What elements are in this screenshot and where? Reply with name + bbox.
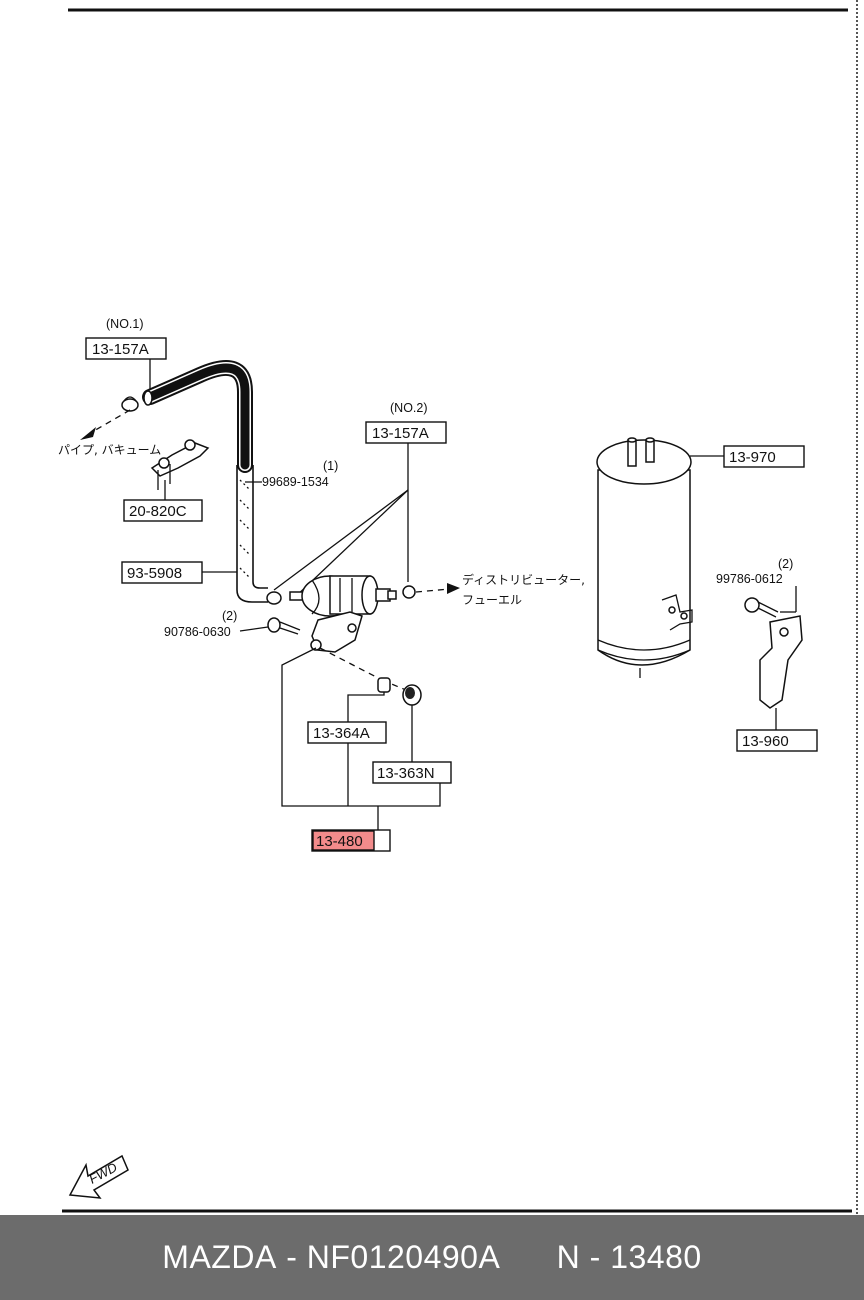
fwd-arrow-icon: FWD (68, 1154, 129, 1199)
footer-gap (500, 1239, 556, 1276)
footer-brand: MAZDA (162, 1239, 277, 1275)
label-vacuum-pipe: パイプ, バキューム (58, 443, 161, 457)
label-fuel: フューエル (462, 593, 522, 607)
label-bolt1-qty: (2) (222, 609, 237, 623)
callout-box-clip2[interactable] (365, 421, 447, 444)
vacuum-hose-icon (142, 360, 268, 603)
fuel-filter-icon (289, 575, 397, 653)
canister-bracket-icon (759, 615, 803, 709)
callout-clip1: 13-157A (92, 341, 149, 358)
footer-bar: MAZDA - NF0120490A N - 13480 (0, 1215, 864, 1300)
callout-box-canister-bracket[interactable] (736, 729, 818, 752)
callout-box-spacer[interactable] (307, 721, 387, 744)
callout-box-cushion[interactable] (372, 761, 452, 784)
callout-box-clip1[interactable] (85, 337, 167, 360)
label-hose-pn: 99689-1534 (262, 475, 329, 489)
callout-cushion: 13-363N (377, 765, 435, 782)
callout-canister: 13-970 (729, 449, 776, 466)
callout-clip2: 13-157A (372, 425, 429, 442)
hose-clip-2-icon (266, 585, 416, 605)
footer-part-number: NF0120490A (306, 1239, 501, 1275)
callout-box-bracket[interactable] (123, 499, 203, 522)
bracket-20-820c-icon (150, 439, 210, 490)
footer-ref: N - 13480 (556, 1239, 702, 1275)
label-distributor: ディストリビューター, (462, 572, 585, 587)
label-bolt2-pn: 99786-0612 (716, 572, 783, 586)
label-hose-qty: (1) (323, 459, 338, 473)
callout-canister-bracket: 13-960 (742, 733, 789, 750)
bolt-2-icon (744, 597, 779, 618)
callout-bracket: 20-820C (129, 503, 187, 520)
parts-diagram: (NO.1) 13-157A パイプ, バキューム 20-820C 99689-… (58, 0, 858, 1215)
hose-clip-1-icon (121, 396, 139, 412)
bolt-1-icon (267, 617, 301, 635)
highlight-filter (312, 830, 375, 851)
callout-spacer: 13-364A (313, 725, 370, 742)
label-bolt2-qty: (2) (778, 557, 793, 571)
spacer-icon (377, 677, 391, 693)
label-no2: (NO.2) (390, 401, 428, 415)
callout-hose: 93-5908 (127, 565, 182, 582)
cushion-icon (402, 684, 422, 706)
callout-box-canister[interactable] (723, 445, 805, 468)
charcoal-canister-icon (596, 437, 693, 678)
label-bolt1-pn: 90786-0630 (164, 625, 231, 639)
callout-filter: 13-480 (316, 833, 363, 850)
label-no1: (NO.1) (106, 317, 144, 331)
footer-sep: - (276, 1239, 307, 1275)
